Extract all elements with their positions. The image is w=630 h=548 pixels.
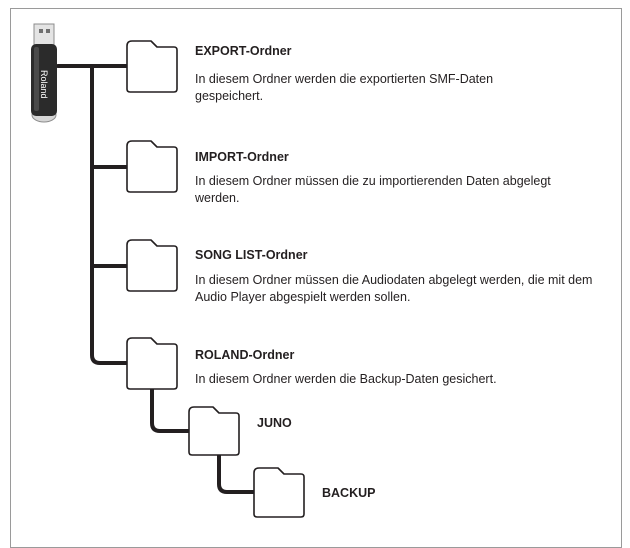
- usb-body-shine: [34, 47, 39, 111]
- folder-description-songlist: In diesem Ordner müssen die Audiodaten a…: [195, 272, 605, 306]
- usb-contact-left: [39, 29, 43, 33]
- folder-title-backup: BACKUP: [322, 485, 375, 501]
- folder-description-import: In diesem Ordner müssen die zu importier…: [195, 173, 595, 207]
- folder-title-juno: JUNO: [257, 415, 292, 431]
- usb-connector: [34, 24, 54, 46]
- folder-description-export: In diesem Ordner werden die exportierten…: [195, 71, 545, 105]
- folder-icon-songlist: [127, 240, 177, 291]
- folder-title-roland: ROLAND-Ordner: [195, 347, 294, 363]
- connector-trunk: [92, 66, 126, 363]
- folder-icon-export: [127, 41, 177, 92]
- usb-brand-label: Roland: [39, 70, 49, 99]
- folder-icon-backup: [254, 468, 304, 517]
- usb-flash-drive-icon: Roland: [31, 24, 57, 122]
- folder-title-songlist: SONG LIST-Ordner: [195, 247, 308, 263]
- folder-icon-juno: [189, 407, 239, 455]
- folder-title-import: IMPORT-Ordner: [195, 149, 289, 165]
- folder-icon-import: [127, 141, 177, 192]
- folder-icon-roland: [127, 338, 177, 389]
- folder-title-export: EXPORT-Ordner: [195, 43, 292, 59]
- usb-contact-right: [46, 29, 50, 33]
- folder-description-roland: In diesem Ordner werden die Backup-Daten…: [195, 371, 595, 388]
